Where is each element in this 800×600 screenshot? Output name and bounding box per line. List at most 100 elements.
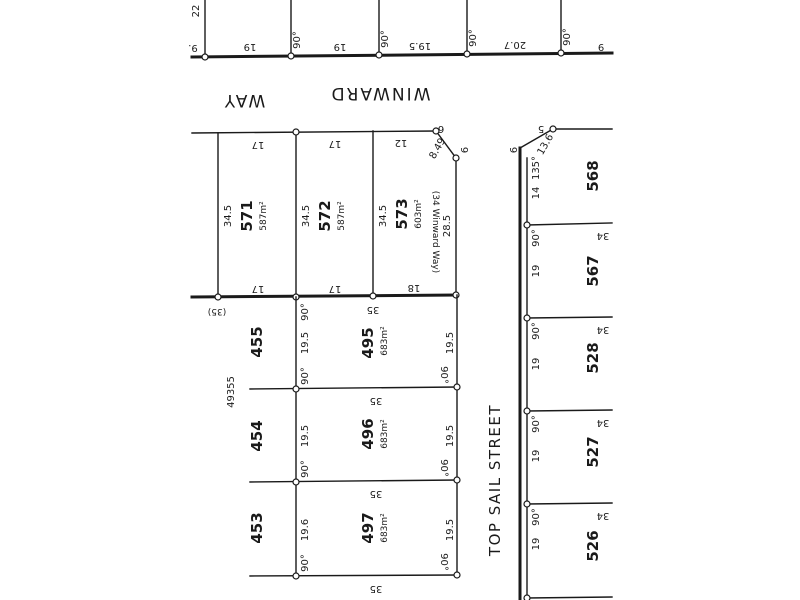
angle-label: 90° [468,29,479,47]
plan-number: 49355 [226,376,237,408]
angle-label: 90° [292,31,303,49]
lot-boundary [526,222,613,226]
survey-peg [523,314,531,322]
angle-label: 90° [380,30,391,48]
lot-number: 573 [393,198,411,229]
lots-571-573: 17 34.5 571 587m² 17 17 34.5 572 587m² 1… [190,123,471,301]
survey-peg [453,476,461,484]
lot-boundary [249,386,459,390]
frontage-dimension: 12 [395,137,408,148]
rear-dimension: 18 [408,282,421,293]
depth-dimension: 34.5 [378,205,389,227]
survey-peg [523,594,531,600]
street-name-top-sail: TOP SAIL STREET [486,404,504,557]
lot-number: 571 [238,200,256,231]
frontage-dimension: 20.7 [504,39,526,50]
bracket-dimension: (35) [208,306,226,316]
lot-number: 527 [584,436,602,467]
survey-peg [201,53,209,61]
survey-peg [375,51,383,59]
address-note: (34 Winward Way) [430,191,440,273]
angle-label: 90° [300,460,311,478]
lot-number: 526 [584,530,602,561]
road-name-way: WAY [223,90,266,110]
survey-peg [287,52,295,60]
survey-peg [523,407,531,415]
lot-number: 497 [359,512,377,543]
side-dimension: 19 [531,450,542,463]
lot-boundary [526,409,613,412]
lots-568-526: 6 5 13.6 135° 14 568 90° 19 567 34 90° 1… [509,123,613,600]
lots-495-497: (35) 35 90° 19.5 495 683m² 19.5 90° 90° … [208,294,461,594]
rear-dimension: 17 [252,283,265,294]
truncation-line [435,130,457,159]
lot-boundary [249,479,459,483]
survey-peg [453,383,461,391]
frontage-dimension: 19 [334,41,347,52]
angle-label: 90° [300,554,311,572]
angle-label: 90° [438,553,449,571]
angle-label: 90° [531,415,542,433]
lot-number: 496 [359,418,377,449]
survey-peg [523,221,531,229]
lot-number: 568 [584,160,602,191]
lot-number: 567 [584,255,602,286]
side-dimension: 19 [531,265,542,278]
corner-dimension: 6 [438,123,444,134]
side-dimension: 19.5 [445,332,456,354]
truncation-dimension: 13.6 [536,132,557,157]
survey-peg [432,127,440,135]
lot-area: 603m² [414,199,424,229]
side-dimension: 19 [531,358,542,371]
top-lot-row: 22 9. 19 19 19.5 20.7 90° 90° 90° 90° 9 [188,0,614,61]
angle-label: 90° [438,459,449,477]
boundary-line [190,293,459,299]
lot-boundary [526,596,613,599]
road-name-winward: WINWARD [330,83,431,103]
frontage-dimension: 17 [329,138,342,149]
angle-label: 90° [531,229,542,247]
survey-peg [453,571,461,579]
rear-dimension: 34 [597,510,610,521]
edge-fragment: 9 [598,41,604,52]
depth-dimension: 35 [370,583,383,594]
angle-label: 90° [531,322,542,340]
survey-peg [557,49,565,57]
survey-peg [369,292,377,300]
width-dimension: 19.5 [300,425,311,447]
lot-boundary [526,502,613,505]
lot-area: 683m² [380,326,390,356]
lot-number: 454 [248,420,266,451]
side-dimension: 19.5 [445,425,456,447]
rear-dimension: 34 [597,417,610,428]
lot-number: 528 [584,342,602,373]
lot-number: 453 [248,512,266,543]
survey-peg [452,291,460,299]
lot-area: 587m² [259,201,269,231]
side-dimension: 19.5 [445,519,456,541]
lot-boundary [249,574,459,577]
angle-label: 135° [531,156,542,180]
boundary-line [191,130,437,134]
corner-dimension: 5 [538,123,544,134]
angle-label: 90° [562,28,573,46]
angle-label: 90° [438,366,449,384]
lot-area: 683m² [380,513,390,543]
survey-peg [292,385,300,393]
lot-boundary [526,316,613,319]
survey-peg [292,478,300,486]
depth-dimension: 34.5 [301,205,312,227]
survey-peg [523,500,531,508]
survey-peg [452,154,460,162]
width-dimension: 19.5 [300,332,311,354]
lot-number: 455 [248,326,266,357]
truncation-line [519,128,554,149]
survey-peg [292,128,300,136]
rear-dimension: 17 [329,283,342,294]
side-dimension: 14 [531,187,542,200]
lot-number: 495 [359,327,377,358]
angle-label: 90° [531,508,542,526]
survey-peg [214,293,222,301]
boundary-line [190,51,614,59]
